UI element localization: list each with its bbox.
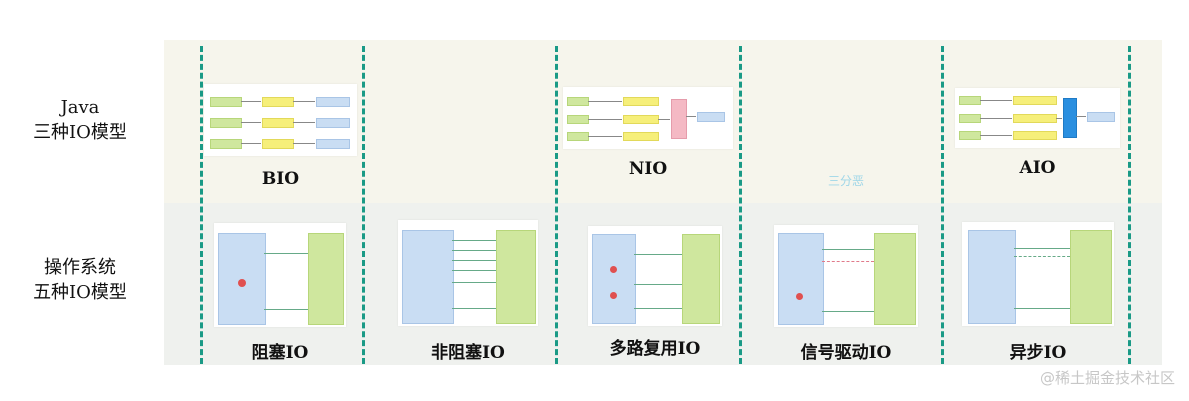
blocking-io-caption: 阻塞IO — [251, 343, 309, 363]
juejin-watermark: @稀土掘金技术社区 — [1039, 369, 1175, 387]
aio-diagram-thumbnail — [955, 88, 1120, 148]
nio-diagram-thumbnail — [563, 87, 733, 149]
aio-caption: AIO — [1019, 158, 1056, 178]
blocking-io-diagram-thumbnail — [214, 223, 346, 327]
os-row-label: 操作系统 五种IO模型 — [20, 255, 140, 305]
signal-driven-io-caption: 信号驱动IO — [800, 343, 892, 363]
multiplexing-io-diagram-thumbnail — [588, 226, 722, 326]
os-label-line2: 五种IO模型 — [33, 282, 127, 303]
signal-driven-io-diagram-thumbnail — [774, 225, 918, 327]
java-row-label: Java 三种IO模型 — [20, 95, 140, 145]
bio-diagram-thumbnail — [204, 84, 357, 156]
sanfene-logo: 三分恶 — [828, 174, 865, 188]
async-io-diagram-thumbnail — [962, 222, 1114, 326]
column-divider — [555, 46, 558, 364]
bio-caption: BIO — [261, 169, 300, 189]
java-label-line1: Java — [60, 97, 100, 118]
column-divider — [739, 46, 742, 364]
column-divider — [941, 46, 944, 364]
os-label-line1: 操作系统 — [44, 257, 116, 278]
java-label-line2: 三种IO模型 — [33, 122, 127, 143]
non-blocking-io-diagram-thumbnail — [398, 220, 538, 326]
nio-caption: NIO — [628, 159, 668, 179]
column-divider — [362, 46, 365, 364]
non-blocking-io-caption: 非阻塞IO — [431, 343, 505, 363]
column-divider — [200, 46, 203, 364]
async-io-caption: 异步IO — [1009, 343, 1067, 363]
multiplexing-io-caption: 多路复用IO — [609, 339, 701, 359]
column-divider — [1128, 46, 1131, 364]
